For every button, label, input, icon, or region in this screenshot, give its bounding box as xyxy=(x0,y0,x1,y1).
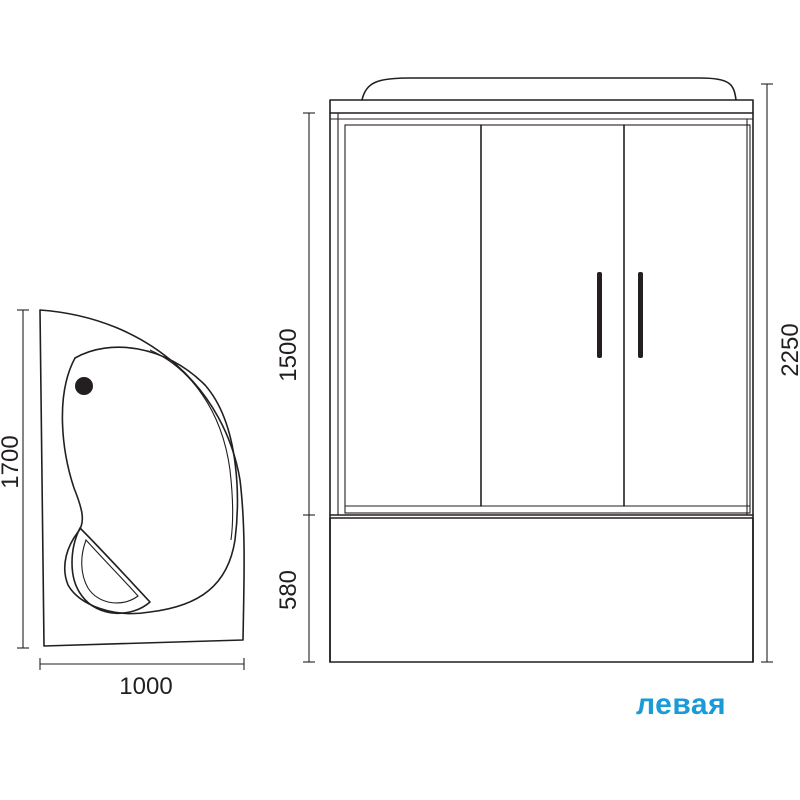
dimension-label-cabin-height: 2250 xyxy=(777,323,800,376)
bathtub-rim-line xyxy=(149,349,234,541)
bathtub-top-view xyxy=(39,309,245,647)
door-handle-left xyxy=(597,272,602,358)
dimension-glass-height: 1500 xyxy=(275,112,315,516)
cabin-top-cap xyxy=(329,99,754,114)
dimension-label-tub-width: 1000 xyxy=(119,673,172,700)
dimension-tub-height: 580 xyxy=(275,515,315,663)
dimension-tub-width: 1000 xyxy=(39,658,245,700)
dimension-label-tub-length: 1700 xyxy=(0,435,24,488)
bathtub-outer-contour xyxy=(39,309,245,647)
cabin-roof-dome xyxy=(361,77,737,101)
dimension-label-tub-height: 580 xyxy=(275,570,302,610)
bathtub-inner-basin xyxy=(61,346,239,615)
dimension-tub-length: 1700 xyxy=(0,309,29,649)
cabin-glass-frame xyxy=(344,124,751,514)
drain-hole xyxy=(75,377,93,395)
bathtub-seat xyxy=(71,527,151,615)
variant-label: левая xyxy=(636,688,727,721)
door-handle-right xyxy=(638,272,643,358)
dimension-cabin-height: 2250 xyxy=(761,83,800,663)
dimension-label-glass-height: 1500 xyxy=(275,328,302,381)
cabin-bathtub-apron xyxy=(329,517,754,663)
bathtub-seat-inner xyxy=(81,538,139,604)
cabin-front-view xyxy=(329,77,754,663)
